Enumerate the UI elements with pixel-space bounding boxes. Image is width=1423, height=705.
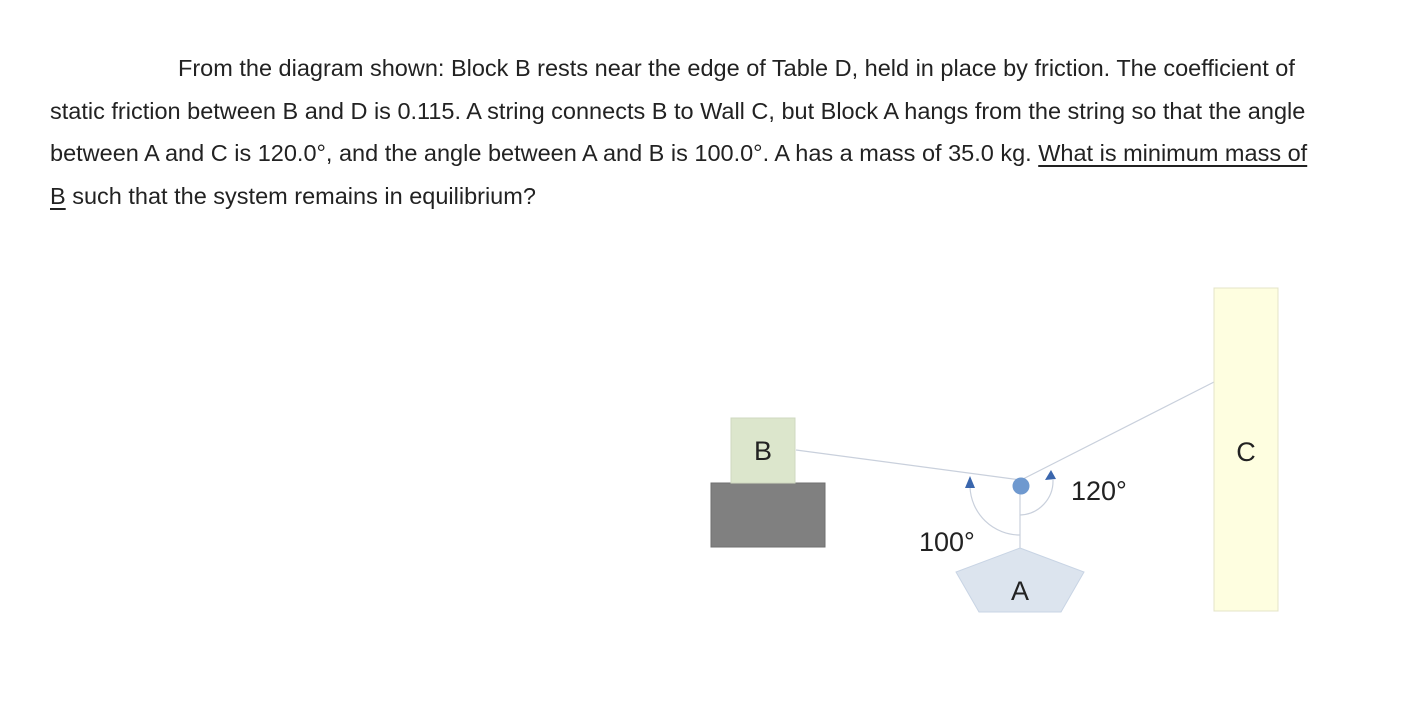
problem-intro: From the diagram shown: Block B rests ne… (50, 55, 1306, 166)
string-b-to-knot (795, 449, 1022, 481)
block-b (730, 417, 796, 484)
angle-arc-ab (969, 486, 1021, 536)
angle-ab-label: 100° (919, 527, 975, 557)
string-knot (1012, 477, 1030, 495)
block-a (955, 547, 1085, 613)
problem-text: From the diagram shown: Block B rests ne… (50, 47, 1310, 217)
angle-arc-ac (1019, 479, 1054, 516)
problem-question: What is minimum mass of B (50, 140, 1308, 209)
string-knot-to-wall (1020, 381, 1215, 481)
problem-outro: such that the system remains in equilibr… (65, 182, 536, 209)
wall-c (1213, 287, 1279, 612)
wall-c-label: C (1236, 437, 1256, 467)
block-b-label: B (754, 436, 772, 466)
angle-arrow-ab (965, 476, 975, 488)
angle-ac-label: 120° (1071, 476, 1127, 506)
block-a-label: A (1011, 576, 1029, 606)
table-d (710, 482, 826, 548)
angle-arrow-ac (1045, 470, 1056, 480)
